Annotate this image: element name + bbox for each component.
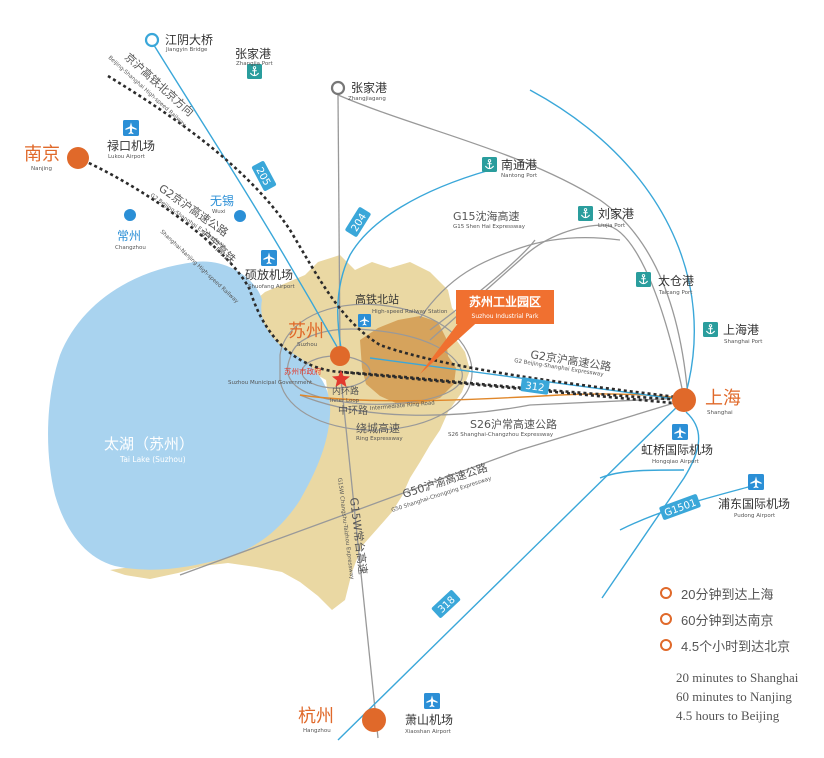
legend-en-nanjing: 60 minutes to Nanjing (676, 689, 792, 704)
gray-expressways (179, 94, 689, 739)
shanghai-label: 上海 (705, 388, 741, 409)
pudong-airport-label-en: Pudong Airport (734, 513, 776, 519)
legend-en-beijing: 4.5 hours to Beijing (676, 708, 780, 723)
xiaoshan-airport-label-en: Xiaoshan Airport (405, 729, 452, 735)
road-shield-205: 205 (251, 161, 277, 191)
nantong-port-label: 南通港 (501, 157, 537, 172)
mid-loop-label: 中环路 (338, 404, 368, 417)
zhangjiagang-label-en: Zhangjiagang (348, 96, 386, 102)
legend-item-beijing: 4.5个小时到达北京 (660, 632, 798, 658)
hsr-station-icon (358, 314, 371, 327)
legend-en-shanghai: 20 minutes to Shanghai (676, 670, 799, 685)
lukou-airport-label: 禄口机场 (107, 138, 155, 153)
taicang-port-label: 太仓港 (658, 273, 694, 288)
taicang-port-label-en: Taicang Port (658, 290, 693, 296)
xiaoshan-airport-plane-icon (424, 693, 440, 709)
inner-loop-label-en: Inner Loop (330, 398, 360, 404)
sip-callout-box (456, 290, 554, 324)
changzhou-label: 常州 (117, 229, 141, 243)
changzhou-label-en: Changzhou (115, 245, 146, 251)
hangzhou-label: 杭州 (298, 706, 334, 727)
nanjing-dot (67, 147, 89, 169)
taicang-port-anchor-icon (636, 272, 651, 287)
lukou-airport-plane-icon (123, 120, 139, 136)
legend-dot-icon (660, 587, 672, 599)
hsr-station-label-en: High-speed Railway Station (372, 309, 448, 315)
svg-text:312: 312 (525, 381, 545, 395)
sip-callout-pointer (420, 310, 484, 374)
tai-lake-label-en: Tai Lake (Suzhou) (119, 455, 186, 464)
hangzhou-dot (362, 708, 386, 732)
shuofang-airport-label-en: Shuofang Airport (248, 284, 296, 290)
jiangyin-bridge-label-en: Jiangyin Bridge (165, 47, 208, 53)
hsr-station-label: 高铁北站 (355, 292, 399, 306)
jiangyin-bridge-label: 江阴大桥 (165, 33, 213, 47)
g15-label-en: G15 Shen Hai Expressway (453, 224, 526, 230)
mid-loop-label-en: Intermediate Ring Road (370, 400, 435, 412)
inner-loop-label: 内环路 (332, 385, 359, 397)
liujia-port-anchor-icon (578, 206, 593, 221)
sip-label: 苏州工业园区 (469, 294, 541, 309)
g15-label: G15沈海高速 (453, 209, 520, 223)
road-shield-g1501: G1501 (659, 494, 701, 520)
shuofang-airport-label: 硕放机场 (245, 267, 293, 282)
shanghai-dot (672, 388, 696, 412)
s26-label: S26沪常高速公路 (470, 417, 557, 431)
jiangyin-bridge-icon (144, 32, 160, 48)
legend-item-nanjing: 60分钟到达南京 (660, 606, 798, 632)
legend-item-shanghai: 20分钟到达上海 (660, 580, 798, 606)
suzhou-dot (330, 346, 350, 366)
shanghai-label-en: Shanghai (707, 410, 733, 416)
changzhou-dot (124, 209, 136, 221)
nanjing-label-en: Nanjing (31, 166, 52, 172)
tai-lake-label: 太湖（苏州） (104, 435, 194, 453)
gov-label-en: Suzhou Municipal Government (228, 380, 313, 386)
railways (77, 74, 685, 406)
municipal-government-star-icon (332, 370, 350, 387)
s26-label-en: S26 Shanghai-Changzhou Expressway (448, 432, 554, 438)
liujia-port-label: 刘家港 (598, 206, 634, 221)
pudong-airport-label: 浦东国际机场 (718, 497, 790, 511)
wuxi-label: 无锡 (210, 193, 234, 208)
liujia-port-label-en: Liujia Port (598, 223, 626, 229)
gov-label: 苏州市政府 (284, 366, 322, 376)
legend-dot-icon (660, 639, 672, 651)
ring-exp-label-en: Ring Expressway (356, 436, 403, 442)
suzhou-label: 苏州 (288, 321, 324, 342)
wuxi-label-en: Wuxi (212, 209, 226, 215)
tai-lake (48, 261, 331, 570)
nantong-port-anchor-icon (482, 157, 497, 172)
wuxi-dot (234, 210, 246, 222)
legend-dot-icon (660, 613, 672, 625)
zhangjiagang-icon (330, 80, 346, 96)
shanghai-port-anchor-icon (703, 322, 718, 337)
travel-time-legend: 20分钟到达上海 60分钟到达南京 4.5个小时到达北京 20 minutes … (660, 580, 798, 725)
zhangjiagang-label: 张家港 (351, 80, 387, 95)
lukou-airport-label-en: Lukou Airport (108, 154, 146, 160)
pudong-airport-plane-icon (748, 474, 764, 490)
legend-english: 20 minutes to Shanghai 60 minutes to Nan… (660, 668, 798, 725)
nanjing-label: 南京 (24, 144, 60, 165)
hongqiao-airport-plane-icon (672, 424, 688, 440)
intermediate-ring-road (286, 328, 463, 405)
shanghai-port-label: 上海港 (723, 322, 759, 337)
zhangjia-port-label-en: Zhangjia Port (236, 61, 274, 67)
sip-label-en: Suzhou Industrial Park (472, 313, 539, 320)
shanghai-port-label-en: Shanghai Port (724, 339, 763, 345)
hangzhou-label-en: Hangzhou (303, 728, 331, 734)
nantong-port-label-en: Nantong Port (501, 173, 538, 179)
road-shield-312: 312 (520, 377, 550, 395)
zhangjia-port-label: 张家港 (235, 46, 271, 61)
hongqiao-airport-label-en: Hongqiao Airport (652, 459, 700, 465)
xiaoshan-airport-label: 萧山机场 (405, 713, 453, 727)
hongqiao-airport-label: 虹桥国际机场 (641, 443, 713, 457)
ring-exp-label: 绕城高速 (356, 421, 400, 435)
road-shield-318: 318 (431, 590, 461, 618)
shuofang-airport-plane-icon (261, 250, 277, 266)
suzhou-label-en: Suzhou (297, 342, 317, 348)
